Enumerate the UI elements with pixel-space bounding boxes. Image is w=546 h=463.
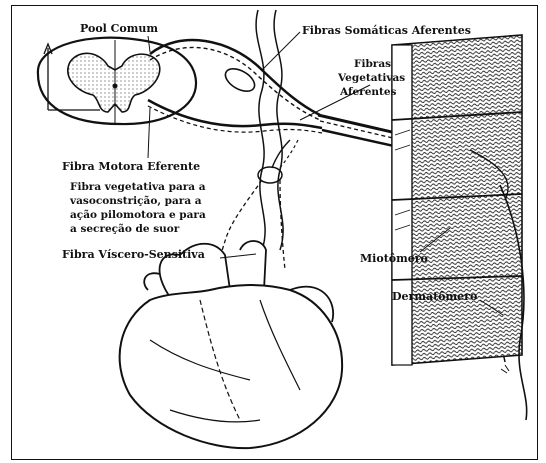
label-fibra-viscero: Fibra Víscero-Sensitiva	[62, 248, 205, 261]
label-fibra-motora: Fibra Motora Eferente	[62, 160, 200, 173]
label-pool-comum: Pool Comum	[80, 22, 158, 35]
label-fibras-somaticas: Fibras Somáticas Aferentes	[302, 24, 471, 37]
label-dermatomero: Dermatômero	[392, 290, 477, 303]
label-fibras-vegetativas-3: Aferentes	[340, 86, 396, 99]
label-fibras-vegetativas-1: Fibras	[354, 58, 391, 71]
label-fibra-vegetativa-4: a secreção de suor	[70, 223, 179, 236]
label-fibra-vegetativa-1: Fibra vegetativa para a	[70, 181, 206, 194]
label-fibras-vegetativas-2: Vegetativas	[338, 72, 405, 85]
heart-drawing	[120, 241, 343, 448]
skin-muscle-block	[392, 35, 527, 420]
label-fibra-vegetativa-3: ação pilomotora e para	[70, 209, 206, 222]
label-miotomero: Miotômero	[360, 252, 428, 265]
label-fibra-vegetativa-2: vasoconstrição, para a	[70, 195, 202, 208]
sympathetic-trunk	[256, 10, 283, 250]
